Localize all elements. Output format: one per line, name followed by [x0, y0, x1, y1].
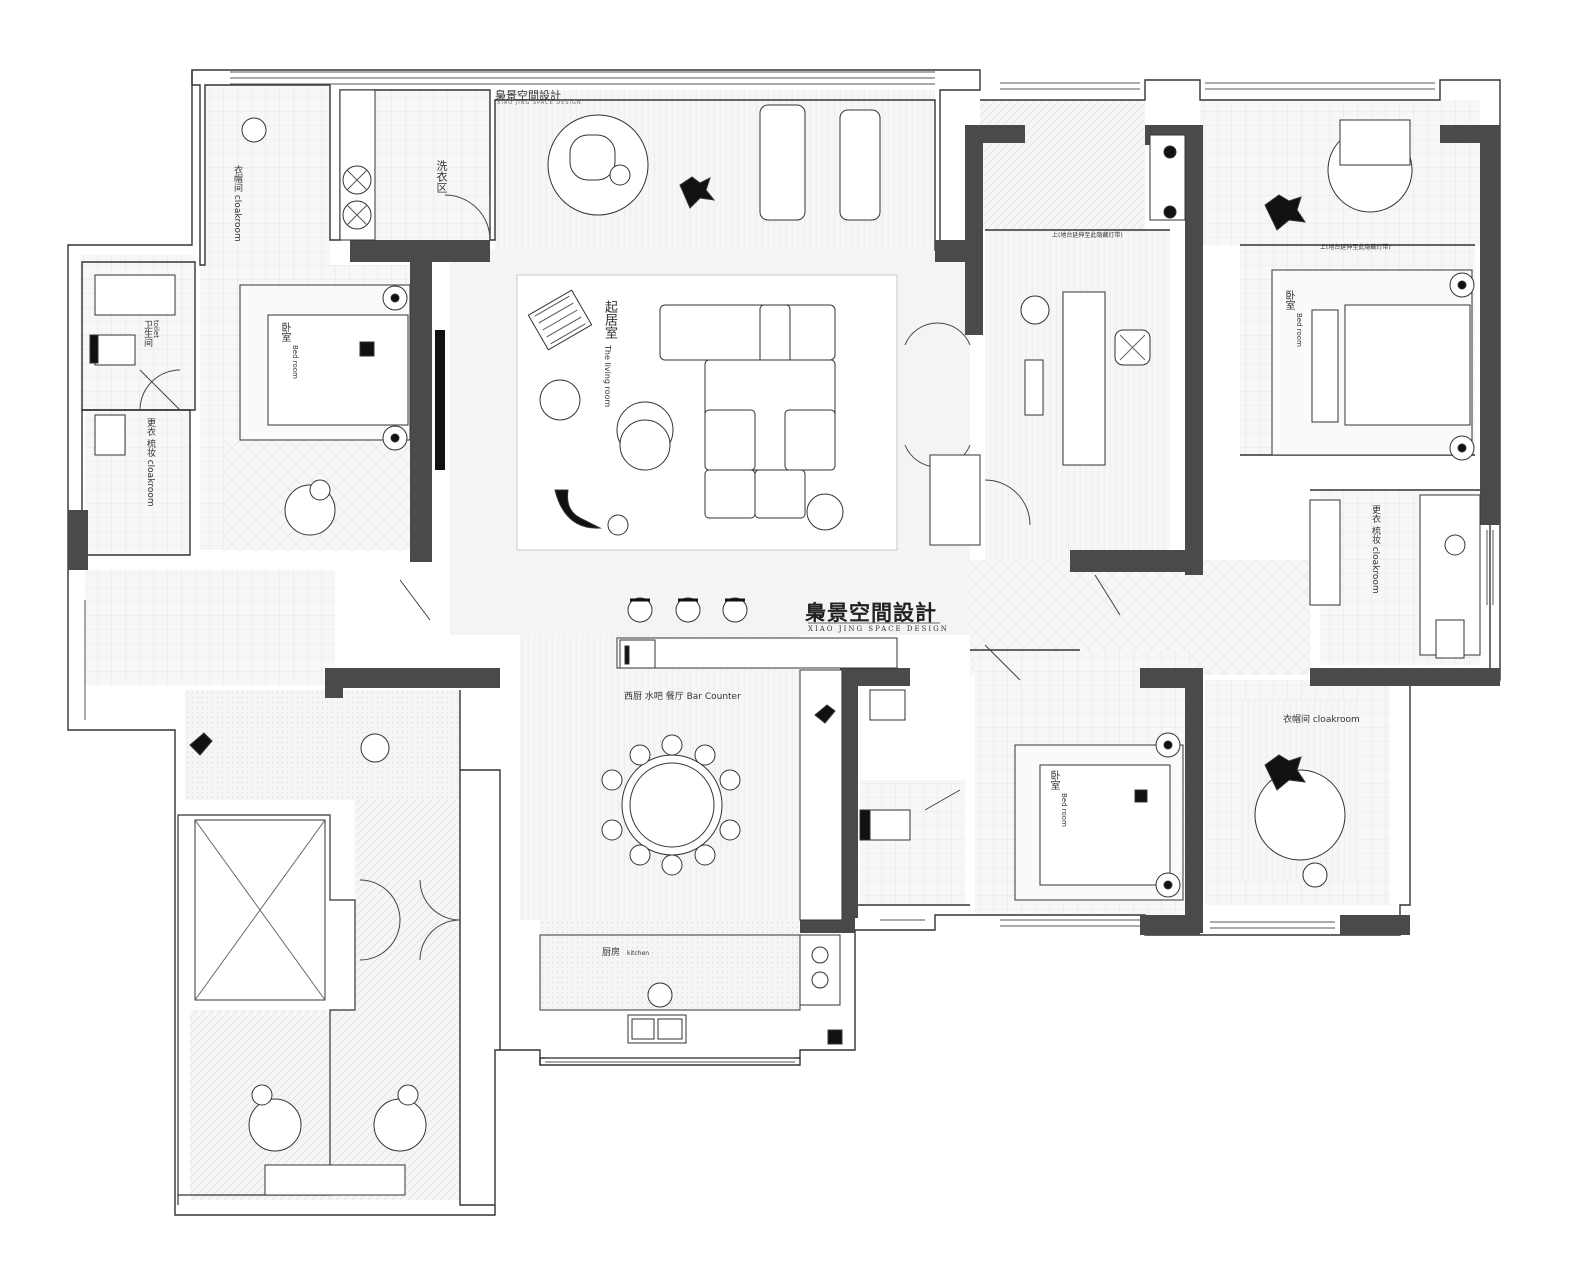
- bottom-bedroom-furniture: [859, 689, 1346, 901]
- living-room-label: 起居室: [602, 300, 617, 339]
- bar-counter-label: 西厨 水吧 餐厅 Bar Counter: [624, 692, 741, 702]
- up-step-mid-label: 上(地台延伸至此隐藏灯带): [1052, 232, 1123, 239]
- bedroom-left-label: 卧室: [279, 322, 290, 342]
- brand-top-title: 梟景空間設計: [495, 89, 561, 102]
- change-left-label: 更衣 梳妆 cloakroom: [145, 418, 155, 507]
- cloakroom-top-label: 衣帽间 cloakroom: [232, 165, 242, 242]
- bedroom-right-label: 卧室: [1283, 290, 1294, 310]
- bedroom-bottom-en-label: Bed room: [1060, 793, 1068, 827]
- living-room-en-label: The living room: [603, 345, 612, 408]
- dining-furniture: [601, 637, 898, 921]
- laundry-label: 洗衣区: [435, 160, 448, 193]
- bedroom-right-en-label: Bed room: [1295, 313, 1303, 347]
- bathroom-label: 卫生间: [142, 320, 152, 347]
- bottom-left-furniture: [189, 732, 427, 1196]
- laundry-appliances: [339, 89, 376, 241]
- bedroom-left-en-label: Bed room: [291, 345, 299, 379]
- up-step-right-label: 上(地台延伸至此隐藏灯带): [1320, 244, 1391, 251]
- living-room-furniture: [527, 289, 844, 623]
- windows: [84, 71, 1494, 1063]
- brand-title: 梟景空間設計: [805, 600, 937, 625]
- brand-top-tagline: XIAO JING SPACE DESIGN: [497, 100, 582, 106]
- doors: [139, 194, 1121, 961]
- left-bedroom-furniture: [89, 117, 411, 536]
- terrace-furniture: [547, 104, 881, 221]
- change-right-label: 更衣 梳妆 cloakroom: [1370, 505, 1380, 594]
- kitchen-en-label: kitchen: [627, 950, 650, 957]
- kitchen-furniture: [539, 934, 843, 1045]
- bedroom-bottom-label: 卧室: [1048, 770, 1059, 790]
- kitchen-label: 厨房: [602, 948, 621, 958]
- brand-tagline: XIAO JING SPACE DESIGN: [808, 625, 949, 633]
- bathroom-en-label: toilet: [152, 320, 160, 338]
- cloakroom-right-label: 衣帽间 cloakroom: [1283, 715, 1360, 725]
- mid-bedroom-furniture: [929, 134, 1186, 546]
- thick-walls: [68, 125, 1500, 935]
- right-bedroom-furniture: [1264, 119, 1481, 659]
